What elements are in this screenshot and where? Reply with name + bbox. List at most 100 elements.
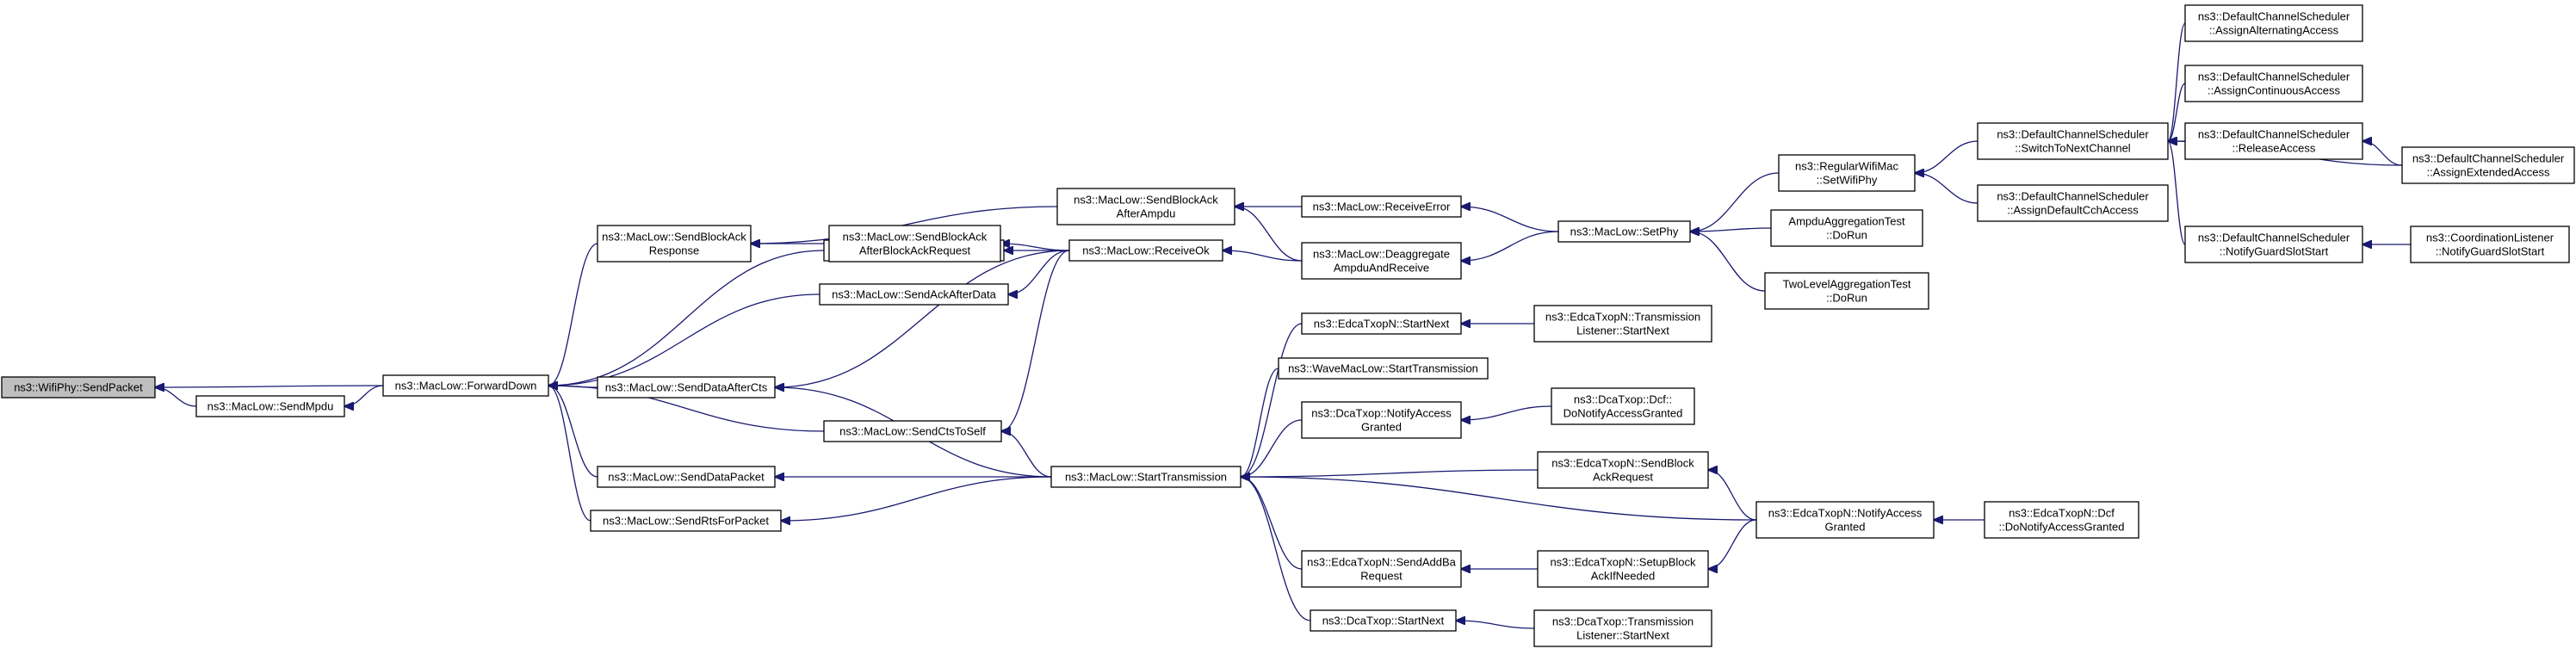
node-label: ::DoRun: [1826, 292, 1867, 305]
graph-node-n35[interactable]: ns3::DefaultChannelScheduler::ReleaseAcc…: [2184, 122, 2363, 160]
node-label: ns3::WaveMacLow::StartTransmission: [1288, 362, 1478, 375]
call-edge-n1-to-n0: [155, 387, 197, 407]
node-label: ns3::CoordinationListener: [2426, 232, 2554, 244]
graph-node-n34[interactable]: ns3::DefaultChannelScheduler::AssignCont…: [2184, 65, 2363, 102]
node-box: [1301, 550, 1462, 588]
node-box: [1551, 387, 1695, 425]
graph-node-n37[interactable]: ns3::DefaultChannelScheduler::AssignExte…: [2401, 146, 2575, 184]
node-label: ns3::MacLow::SendDataPacket: [608, 471, 765, 484]
graph-node-n36[interactable]: ns3::DefaultChannelScheduler::NotifyGuar…: [2184, 226, 2363, 263]
graph-node-n13[interactable]: ns3::MacLow::StartTransmission: [1050, 466, 1242, 488]
node-box: [1778, 154, 1916, 192]
call-edge-n27-to-n13: [1241, 477, 1757, 521]
node-box: [1278, 357, 1489, 380]
graph-node-n12[interactable]: ns3::MacLow::ReceiveOk: [1068, 239, 1223, 262]
call-edge-n37-to-n35: [2362, 141, 2403, 166]
call-edge-n33-to-n31: [2168, 22, 2186, 141]
call-edge-n12-to-n11: [1000, 244, 1070, 251]
graph-node-n28[interactable]: ns3::RegularWifiMac::SetWifiPhy: [1778, 154, 1916, 192]
call-edge-n2-to-n1: [344, 385, 384, 406]
node-box: [2184, 122, 2363, 160]
graph-node-n18[interactable]: ns3::DcaTxop::NotifyAccessGranted: [1301, 401, 1462, 439]
graph-node-root[interactable]: ns3::WifiPhy::SendPacket: [1, 376, 156, 399]
node-label: ns3::EdcaTxopN::SetupBlock: [1550, 556, 1696, 569]
graph-node-n27[interactable]: ns3::EdcaTxopN::NotifyAccessGranted: [1756, 501, 1935, 539]
call-edge-n12-to-n7: [1001, 250, 1070, 431]
node-box: [1764, 272, 1929, 310]
call-edge-n9-to-n2: [548, 386, 591, 522]
call-edge-n15-to-n12: [1223, 250, 1303, 262]
graph-node-n5[interactable]: ns3::MacLow::SendAckAfterData: [819, 283, 1009, 306]
node-box: [1, 376, 156, 399]
node-label: ns3::EdcaTxopN::StartNext: [1314, 318, 1450, 331]
node-label: ns3::MacLow::SendRtsForPacket: [603, 515, 769, 528]
node-box: [1301, 312, 1462, 335]
node-box: [597, 376, 776, 399]
call-edge-n13-to-n7: [1001, 431, 1052, 478]
graph-node-n32[interactable]: ns3::DefaultChannelScheduler::AssignDefa…: [1977, 184, 2169, 222]
node-box: [1068, 239, 1223, 262]
graph-node-n20[interactable]: ns3::DcaTxop::StartNext: [1310, 609, 1457, 632]
call-edge-n28-to-n21: [1690, 172, 1780, 232]
graph-node-n22[interactable]: ns3::EdcaTxopN::TransmissionListener::St…: [1533, 305, 1712, 343]
call-edge-n27-to-n25: [1708, 519, 1757, 569]
node-label: AckRequest: [1593, 471, 1653, 484]
node-label: AfterAmpdu: [1117, 207, 1176, 220]
graph-node-n6[interactable]: ns3::MacLow::SendDataAfterCts: [597, 376, 776, 399]
graph-node-n21[interactable]: ns3::MacLow::SetPhy: [1557, 220, 1691, 243]
call-edge-n17-to-n13: [1241, 368, 1279, 477]
node-label: ns3::EdcaTxopN::NotifyAccess: [1768, 507, 1923, 520]
node-box: [1977, 122, 2169, 160]
node-label: ns3::DefaultChannelScheduler: [2412, 152, 2565, 165]
node-label: ::AssignAlternatingAccess: [2209, 24, 2339, 37]
node-label: ns3::MacLow::ForwardDown: [395, 380, 537, 392]
graph-node-n30[interactable]: TwoLevelAggregationTest::DoRun: [1764, 272, 1929, 310]
node-label: ns3::MacLow::SendBlockAck: [1074, 194, 1218, 207]
call-edge-n21-to-n15: [1461, 231, 1559, 261]
graph-node-n26[interactable]: ns3::DcaTxop::TransmissionListener::Star…: [1533, 609, 1712, 647]
node-label: ::ReleaseAccess: [2232, 142, 2316, 155]
call-edge-n19-to-n13: [1241, 477, 1303, 570]
graph-node-n38[interactable]: ns3::CoordinationListener::NotifyGuardSl…: [2410, 226, 2570, 263]
node-box: [2184, 65, 2363, 102]
node-label: ns3::DcaTxop::NotifyAccess: [1311, 407, 1452, 420]
graph-node-n14[interactable]: ns3::MacLow::ReceiveError: [1301, 195, 1462, 218]
node-label: Response: [649, 244, 700, 257]
call-edge-n36-to-n31: [2168, 141, 2186, 245]
call-edge-n12-to-n6: [775, 250, 1070, 387]
node-box: [1977, 184, 2169, 222]
node-box: [590, 510, 782, 532]
node-box: [382, 374, 549, 397]
graph-node-n11[interactable]: ns3::MacLow::SendBlockAckAfterBlockAckRe…: [828, 225, 1001, 263]
graph-node-n39[interactable]: ns3::EdcaTxopN::Dcf::DoNotifyAccessGrant…: [1984, 501, 2139, 539]
graph-node-n23[interactable]: ns3::DcaTxop::Dcf::DoNotifyAccessGranted: [1551, 387, 1695, 425]
node-label: AckIfNeeded: [1591, 570, 1655, 583]
graph-node-n33[interactable]: ns3::DefaultChannelScheduler::AssignAlte…: [2184, 4, 2363, 42]
graph-node-n16[interactable]: ns3::EdcaTxopN::StartNext: [1301, 312, 1462, 335]
graph-node-n7[interactable]: ns3::MacLow::SendCtsToSelf: [823, 420, 1002, 442]
call-edge-n13-to-n9: [781, 476, 1052, 521]
call-edge-n18-to-n13: [1241, 419, 1303, 477]
node-label: ns3::DcaTxop::StartNext: [1322, 615, 1445, 627]
node-box: [1984, 501, 2139, 539]
node-box: [195, 395, 345, 417]
node-box: [1537, 451, 1709, 489]
graph-node-n8[interactable]: ns3::MacLow::SendDataPacket: [597, 466, 776, 488]
graph-node-n9[interactable]: ns3::MacLow::SendRtsForPacket: [590, 510, 782, 532]
node-box: [1301, 242, 1462, 280]
graph-node-n31[interactable]: ns3::DefaultChannelScheduler::SwitchToNe…: [1977, 122, 2169, 160]
node-label: ::AssignDefaultCchAccess: [2007, 204, 2139, 217]
node-box: [1050, 466, 1242, 488]
graph-node-n1[interactable]: ns3::MacLow::SendMpdu: [195, 395, 345, 417]
graph-node-n2[interactable]: ns3::MacLow::ForwardDown: [382, 374, 549, 397]
graph-node-n29[interactable]: AmpduAggregationTest::DoRun: [1770, 209, 1923, 247]
graph-node-n17[interactable]: ns3::WaveMacLow::StartTransmission: [1278, 357, 1489, 380]
node-label: ::NotifyGuardSlotStart: [2220, 245, 2329, 258]
